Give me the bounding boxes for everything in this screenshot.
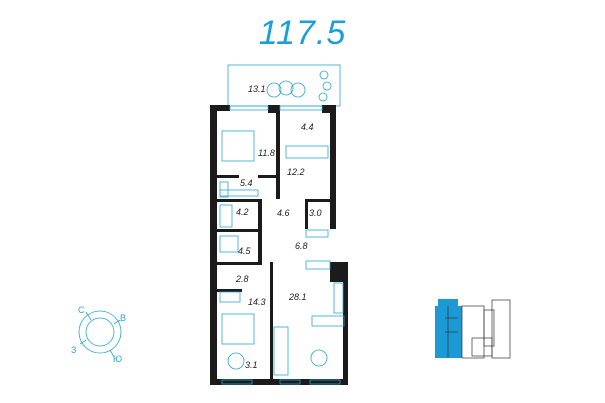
plant-icon	[318, 70, 332, 102]
room-labels: 13.1 4.4 11.8 12.2 5.4 4.2 4.6 3.0 6.8 4…	[235, 84, 322, 370]
bed-icon	[221, 313, 255, 345]
total-area: 117.5	[258, 14, 347, 52]
room-area: 12.2	[287, 167, 305, 177]
room-area: 5.4	[240, 178, 253, 188]
compass-north: С	[78, 305, 85, 315]
windows	[221, 105, 341, 385]
room-area: 4.4	[301, 122, 314, 132]
kitchen-counter-icon	[333, 282, 344, 314]
room-area: 4.2	[236, 207, 249, 217]
room-area: 3.1	[245, 360, 258, 370]
bed-icon	[221, 130, 255, 162]
dining-table-icon	[310, 349, 328, 367]
shower-icon	[219, 235, 239, 253]
armchair-icon	[227, 352, 245, 370]
room-area: 2.8	[235, 274, 249, 284]
desk-icon	[219, 291, 241, 303]
sofa-icon	[273, 326, 289, 376]
walls	[210, 105, 348, 385]
compass-icon: С В Ю З	[71, 305, 126, 364]
room-area: 13.1	[248, 84, 266, 94]
compass-east: В	[120, 313, 126, 323]
furniture	[219, 130, 345, 376]
room-area: 6.8	[295, 241, 308, 251]
room-area: 4.5	[238, 246, 252, 256]
room-area: 4.6	[277, 208, 290, 218]
compass-south: Ю	[113, 354, 122, 364]
desk-icon	[285, 145, 329, 159]
floor-key-plan	[435, 299, 511, 359]
room-area: 3.0	[309, 208, 322, 218]
balcony-chairs-icon	[266, 80, 306, 98]
room-area: 11.8	[258, 148, 275, 158]
compass-west: З	[71, 345, 76, 355]
room-area: 28.1	[288, 292, 307, 302]
room-area: 14.3	[248, 297, 266, 307]
kitchen-island-icon	[311, 315, 345, 327]
bathtub-icon	[219, 204, 233, 228]
